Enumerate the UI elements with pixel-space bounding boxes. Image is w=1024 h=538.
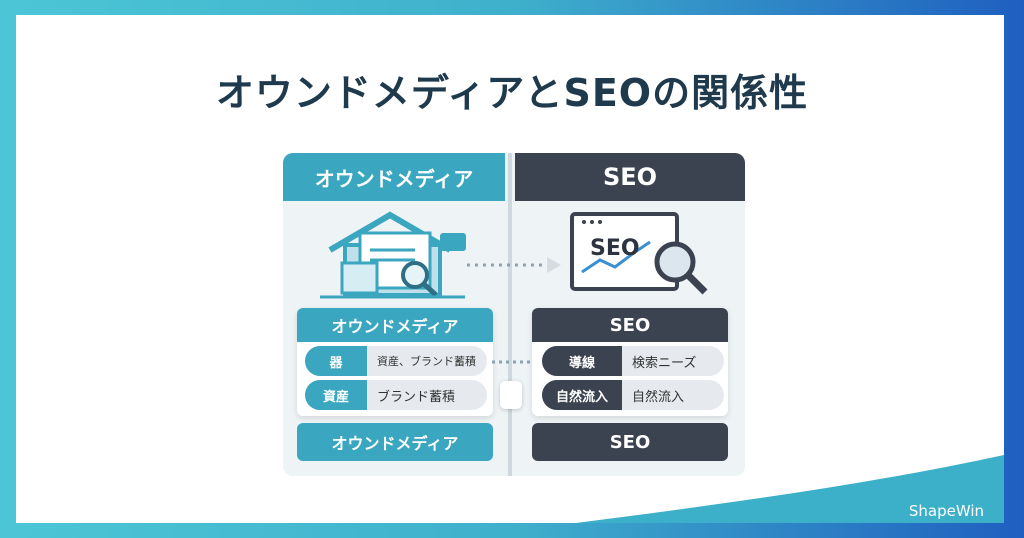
seo-footer: SEO (532, 423, 728, 461)
seo-row: 自然流入自然流入 (542, 380, 724, 410)
row-value: ブランド蓄積 (377, 389, 456, 405)
row-key: 器 (305, 346, 367, 376)
owned-media-house-icon (320, 211, 466, 299)
seo-box-header: SEO (532, 308, 728, 342)
corner-wave (576, 455, 1004, 523)
row-value: 資産、ブランド蓄積 (377, 355, 476, 368)
owned-media-row: 器資産、ブランド蓄積 (305, 346, 487, 376)
row-key: 資産 (305, 380, 367, 410)
dotted-arrow-icon (467, 257, 561, 273)
seo-row: 導線検索ニーズ (542, 346, 724, 376)
shapewin-logo: ShapeWin (908, 502, 984, 520)
row-value: 検索ニーズ (632, 355, 697, 371)
page-title: オウンドメディアとSEOの関係性 (215, 71, 809, 115)
row-key: 導線 (542, 346, 622, 376)
owned-media-box-header: オウンドメディア (297, 308, 493, 342)
owned-media-row: 資産ブランド蓄積 (305, 380, 487, 410)
center-divider (508, 153, 512, 476)
seo-header: SEO (515, 153, 745, 201)
seo-search-icon (570, 212, 708, 295)
owned-media-header: オウンドメディア (283, 153, 505, 201)
row-value: 自然流入 (632, 389, 685, 405)
row-key: 自然流入 (542, 380, 622, 410)
owned-media-footer: オウンドメディア (297, 423, 493, 461)
seo-icon-label: SEO (590, 236, 640, 261)
center-node (500, 381, 522, 409)
